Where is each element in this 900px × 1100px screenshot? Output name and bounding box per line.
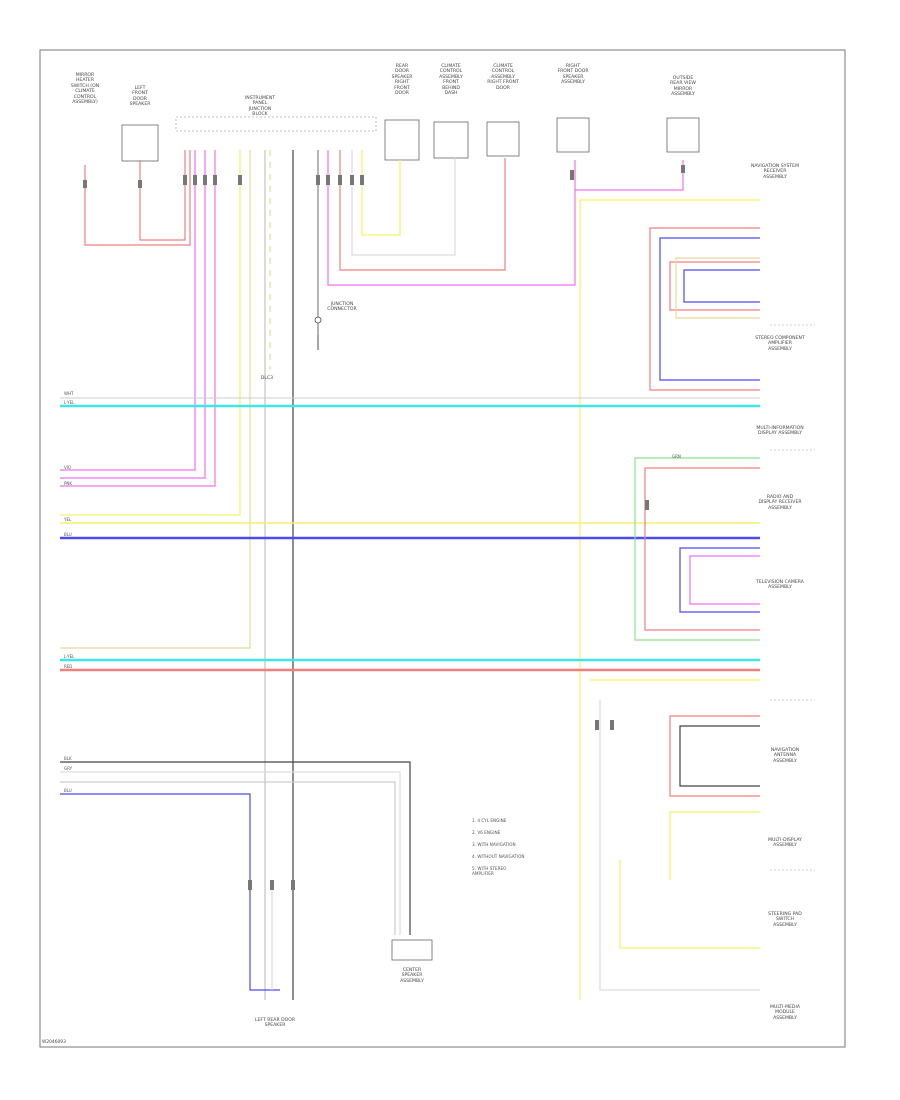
top-mid-2-box — [433, 121, 469, 159]
wire-label-blu: BLU — [64, 532, 72, 537]
component-mirror-heater-switch: MIRROR HEATER SWITCH (ON CLIMATE CONTROL… — [70, 73, 100, 106]
component-center-speaker: CENTER SPEAKER ASSEMBLY — [400, 968, 424, 984]
wire-label-red: RED — [64, 664, 73, 669]
top-right-2-box — [666, 117, 700, 153]
component-top-mid-2: CLIMATE CONTROL ASSEMBLY FRONT BEHIND DA… — [439, 64, 463, 97]
r-black-loop — [679, 725, 760, 787]
gray-wire-2 — [351, 150, 456, 256]
component-radio-display-receiver: RADIO AND DISPLAY RECEIVER ASSEMBLY — [758, 495, 802, 511]
ground-symbol — [314, 316, 322, 350]
wire-label-grn: GRN — [672, 454, 681, 459]
component-top-mid-1: REAR DOOR SPEAKER RIGHT FRONT DOOR — [391, 64, 413, 97]
r-gray-trunk — [599, 700, 760, 991]
component-top-right-2: OUTSIDE REAR VIEW MIRROR ASSEMBLY — [670, 76, 696, 98]
legend-item-3: 3. WITH NAVIGATION — [472, 842, 516, 847]
wire-label-lyel-2: L-YEL — [64, 654, 75, 659]
component-multi-information-display: MULTI-INFORMATION DISPLAY ASSEMBLY — [756, 426, 804, 437]
r-blue-loop-2 — [683, 269, 760, 303]
magenta-wire-5 — [575, 160, 684, 191]
component-left-rear-door-speaker: LEFT REAR DOOR SPEAKER — [254, 1018, 296, 1029]
horizontal-buses — [60, 397, 760, 672]
center-speaker-box — [391, 939, 433, 961]
wire-label-pnk: PNK — [64, 481, 73, 486]
component-left-front-door-speaker: LEFT FRONT DOOR SPEAKER — [129, 86, 151, 108]
connector-marks — [83, 165, 685, 890]
right-dividers — [770, 324, 815, 871]
bottom-black — [60, 761, 411, 935]
yellow-wire-2 — [361, 150, 401, 236]
magenta-wire-3 — [60, 150, 216, 487]
r-yellow-loop — [669, 811, 760, 880]
component-multi-media-module: MULTI-MEDIA MODULE ASSEMBLY — [770, 1005, 800, 1021]
top-mid-1-box — [384, 119, 420, 161]
component-steering-pad-switch: STEERING PAD SWITCH ASSEMBLY — [768, 912, 802, 928]
r-blue-loop-3 — [679, 547, 760, 613]
component-junction-block: INSTRUMENT PANEL JUNCTION BLOCK — [244, 96, 276, 118]
right-side-wiring — [580, 199, 760, 991]
bottom-blue — [60, 793, 280, 991]
red-wire-1 — [84, 150, 191, 246]
magenta-wire-1 — [60, 150, 196, 471]
r-green-loop — [634, 457, 760, 641]
top-mid-3-box — [486, 121, 520, 157]
component-multi-display: MULTI-DISPLAY ASSEMBLY — [768, 838, 802, 849]
component-top-mid-3: CLIMATE CONTROL ASSEMBLY RIGHT FRONT DOO… — [487, 64, 519, 91]
r-magenta-loop — [689, 555, 760, 605]
top-vertical-wires — [60, 150, 684, 1000]
red-wire-3 — [339, 150, 506, 271]
figure-code: W2046093 — [42, 1040, 66, 1045]
legend-item-1: 1. 4 CYL ENGINE — [472, 818, 507, 823]
legend-item-5: 5. WITH STEREO AMPLIFIER — [472, 866, 507, 876]
r-red-loop-3 — [644, 467, 760, 631]
r-blue-loop-1 — [659, 237, 760, 381]
magenta-wire-4 — [327, 150, 576, 286]
bottom-wiring — [60, 761, 411, 991]
wire-label-gry: GRY — [64, 766, 73, 771]
junction-block-box — [175, 116, 377, 132]
component-television-camera: TELEVISION CAMERA ASSEMBLY — [756, 580, 804, 591]
component-junction-connector: JUNCTION CONNECTOR — [327, 302, 357, 313]
red-wire-2 — [139, 150, 186, 241]
r-yellow-trunk-2 — [619, 860, 760, 949]
wire-label-white: WHT — [64, 391, 74, 396]
component-top-right-1: RIGHT FRONT DOOR SPEAKER ASSEMBLY — [557, 64, 589, 86]
component-dlc3: DLC3 — [260, 376, 274, 381]
r-tan-loop — [675, 257, 760, 319]
component-navigation-receiver: NAVIGATION SYSTEM RECEIVER ASSEMBLY — [750, 164, 800, 180]
legend-item-4: 4. WITHOUT NAVIGATION — [472, 854, 525, 859]
component-stereo-amplifier: STEREO COMPONENT AMPLIFIER ASSEMBLY — [755, 336, 805, 352]
wire-label-blk: BLK — [64, 756, 72, 761]
left-front-door-speaker-box — [121, 124, 159, 162]
wire-label-lyel-1: L-YEL — [64, 400, 75, 405]
top-right-1-box — [556, 117, 590, 153]
bottom-gray-2 — [60, 781, 396, 935]
top-components — [121, 117, 700, 162]
diagram-border — [39, 49, 846, 1048]
legend-item-2: 2. V6 ENGINE — [472, 830, 501, 835]
wire-label-blu-2: BLU — [64, 788, 72, 793]
yellow-wire-1 — [60, 150, 241, 516]
r-red-loop-4 — [669, 715, 760, 797]
wire-label-vio: VIO — [64, 465, 72, 470]
r-red-loop-2 — [669, 261, 760, 311]
bottom-gray-1 — [60, 771, 401, 935]
wire-label-yel: YEL — [64, 517, 72, 522]
r-red-loop-1 — [649, 227, 760, 391]
magenta-wire-2 — [60, 150, 206, 479]
component-navigation-antenna: NAVIGATION ANTENNA ASSEMBLY — [770, 748, 800, 764]
tan-wire-1 — [60, 150, 251, 649]
